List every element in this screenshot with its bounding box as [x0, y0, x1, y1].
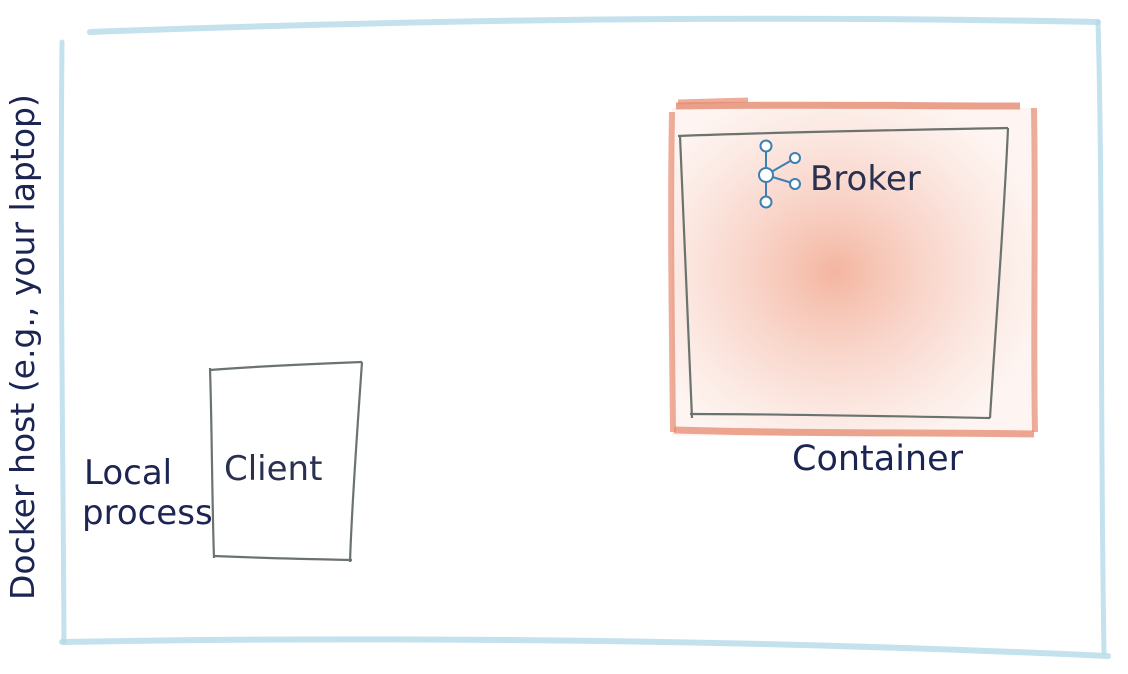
- docker-host-boundary: [58, 15, 1111, 659]
- container-label: Container: [792, 439, 964, 479]
- container-box: [668, 97, 1038, 438]
- broker-label: Broker: [810, 159, 921, 199]
- client-box: [208, 360, 364, 563]
- local-process-label-line1: Local: [84, 453, 172, 493]
- client-label: Client: [224, 449, 322, 489]
- local-process-label-line2: process: [82, 493, 213, 533]
- broker-box: [677, 126, 1010, 420]
- kafka-broker-icon: [758, 139, 801, 209]
- docker-host-label: Docker host (e.g., your laptop): [3, 94, 42, 600]
